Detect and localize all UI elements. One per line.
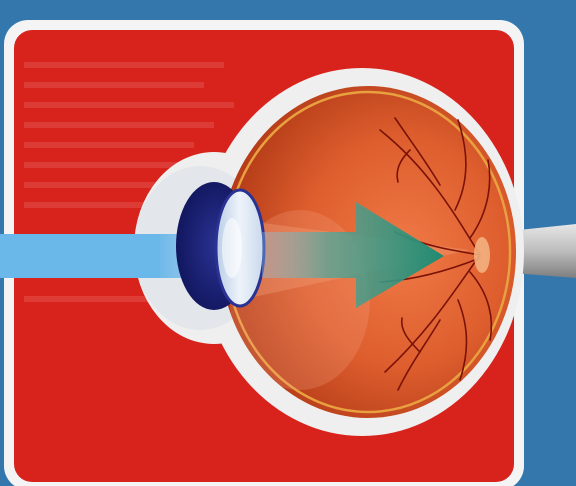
optic-disc bbox=[474, 237, 490, 273]
light-beam bbox=[0, 234, 160, 278]
lens-highlight bbox=[222, 218, 242, 278]
